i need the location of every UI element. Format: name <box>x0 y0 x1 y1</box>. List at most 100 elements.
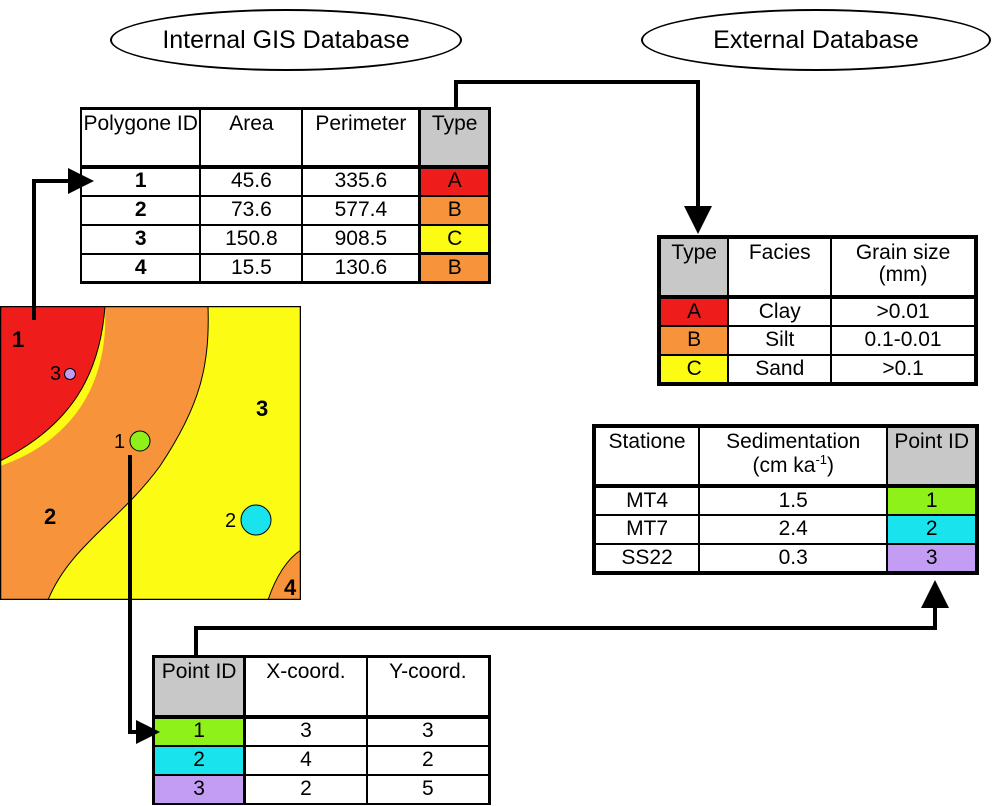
type-header: Type <box>657 236 730 299</box>
facies-cell: Silt <box>727 325 833 356</box>
point-id-cell: 1 <box>886 485 978 516</box>
y-coord-cell: 2 <box>365 744 491 776</box>
table-row: 4 15.5 130.6 B <box>79 252 491 284</box>
grain-size-cell: >0.01 <box>830 296 977 327</box>
area-cell: 150.8 <box>199 223 304 255</box>
table-row: 2 73.6 577.4 B <box>79 194 491 226</box>
x-coord-header: X-coord. <box>243 655 368 719</box>
point-3-marker <box>64 368 76 380</box>
arrow-point-to-station-head <box>921 580 949 608</box>
station-header: Statione <box>592 425 701 488</box>
polygon-id-header: Polygone ID <box>79 107 202 169</box>
x-coord-cell: 2 <box>243 773 368 805</box>
sedimentation-unit: cm ka <box>759 454 816 478</box>
sedimentation-cell: 0.3 <box>698 543 889 574</box>
sedimentation-cell: 1.5 <box>698 485 889 516</box>
polygon-label-1: 1 <box>12 327 25 352</box>
polygon-1 <box>0 306 105 461</box>
arrow-type-to-facies <box>454 80 700 210</box>
y-coord-header: Y-coord. <box>365 655 491 719</box>
x-coord-cell: 3 <box>243 715 368 747</box>
polygon-table-header: Polygone ID Area Perimeter Type <box>79 107 491 169</box>
point-2-marker <box>240 504 272 536</box>
station-table: Statione Sedimentation(cm ka-1) Point ID… <box>592 424 979 575</box>
perimeter-cell: 908.5 <box>301 223 421 255</box>
type-cell: C <box>418 223 491 255</box>
station-cell: MT7 <box>592 514 701 545</box>
type-cell: B <box>657 325 730 356</box>
table-row: B Silt 0.1-0.01 <box>657 325 977 356</box>
table-row: 3 150.8 908.5 C <box>79 223 491 255</box>
table-row: MT4 1.5 1 <box>592 485 978 516</box>
table-row: MT7 2.4 2 <box>592 514 978 545</box>
grain-size-cell: 0.1-0.01 <box>830 325 977 356</box>
point-id-cell: 2 <box>151 744 247 776</box>
arrow-polygon-to-table-head <box>68 168 94 194</box>
type-cell: A <box>418 165 491 197</box>
arrow-type-to-facies-head <box>684 206 712 234</box>
polygon-label-4: 4 <box>284 575 297 600</box>
sedimentation-cell: 2.4 <box>698 514 889 545</box>
station-table-header: Statione Sedimentation(cm ka-1) Point ID <box>592 425 978 488</box>
grain-size-header: Grain size (mm) <box>830 236 977 299</box>
type-cell: B <box>418 194 491 226</box>
area-cell: 15.5 <box>199 252 304 284</box>
external-database-label: External Database <box>713 25 919 54</box>
point-id-header: Point ID <box>151 655 247 719</box>
perimeter-header: Perimeter <box>301 107 421 169</box>
polygon-map-drawing <box>0 305 302 601</box>
station-cell: MT4 <box>592 485 701 516</box>
type-cell: C <box>657 354 730 385</box>
arrow-point-to-table <box>128 455 140 734</box>
facies-table-header: Type Facies Grain size (mm) <box>657 236 977 299</box>
point-id-cell: 2 <box>886 514 978 545</box>
point-coordinate-table: Point ID X-coord. Y-coord. 1 3 3 2 4 2 3… <box>151 655 491 805</box>
polygon-4 <box>268 550 301 600</box>
perimeter-cell: 577.4 <box>301 194 421 226</box>
type-cell: B <box>418 252 491 284</box>
station-cell: SS22 <box>592 543 701 574</box>
table-row: 1 45.6 335.6 A <box>79 165 491 197</box>
facies-cell: Sand <box>727 354 833 385</box>
area-cell: 45.6 <box>199 165 304 197</box>
point-id-cell: 3 <box>151 773 247 805</box>
polygon-label-3: 3 <box>256 396 269 421</box>
point-id-header: Point ID <box>886 425 978 488</box>
facies-table: Type Facies Grain size (mm) A Clay >0.01… <box>657 235 978 386</box>
perimeter-cell: 130.6 <box>301 252 421 284</box>
y-coord-cell: 5 <box>365 773 491 805</box>
polygon-id-cell: 3 <box>79 223 202 255</box>
internal-database-label: Internal GIS Database <box>162 25 410 54</box>
sedimentation-unit-exponent: -1 <box>815 452 828 468</box>
perimeter-cell: 335.6 <box>301 165 421 197</box>
polygon-id-cell: 4 <box>79 252 202 284</box>
type-cell: A <box>657 296 730 327</box>
polygon-map <box>0 305 302 601</box>
point-id-cell: 1 <box>151 715 247 747</box>
point-label-2: 2 <box>225 510 237 532</box>
point-table-header: Point ID X-coord. Y-coord. <box>151 655 491 719</box>
y-coord-cell: 3 <box>365 715 491 747</box>
polygon-2 <box>0 306 209 600</box>
internal-database-oval: Internal GIS Database <box>110 9 462 71</box>
arrow-point-to-station <box>194 605 937 655</box>
polygon-id-cell: 2 <box>79 194 202 226</box>
table-row: 1 3 3 <box>151 715 491 747</box>
point-label-3: 3 <box>50 363 62 385</box>
external-database-oval: External Database <box>641 9 991 71</box>
point-label-1: 1 <box>114 431 126 453</box>
type-header: Type <box>418 107 491 169</box>
table-row: A Clay >0.01 <box>657 296 977 327</box>
area-cell: 73.6 <box>199 194 304 226</box>
table-row: 2 4 2 <box>151 744 491 776</box>
polygon-label-2: 2 <box>44 504 57 529</box>
arrow-point-to-table-head <box>136 720 160 744</box>
polygon-attribute-table: Polygone ID Area Perimeter Type 1 45.6 3… <box>79 107 491 284</box>
point-1-marker <box>129 430 151 452</box>
table-row: SS22 0.3 3 <box>592 543 978 574</box>
sedimentation-header-title: Sedimentation <box>726 430 861 453</box>
table-row: C Sand >0.1 <box>657 354 977 385</box>
table-row: 3 2 5 <box>151 773 491 805</box>
sedimentation-header: Sedimentation(cm ka-1) <box>698 425 889 488</box>
